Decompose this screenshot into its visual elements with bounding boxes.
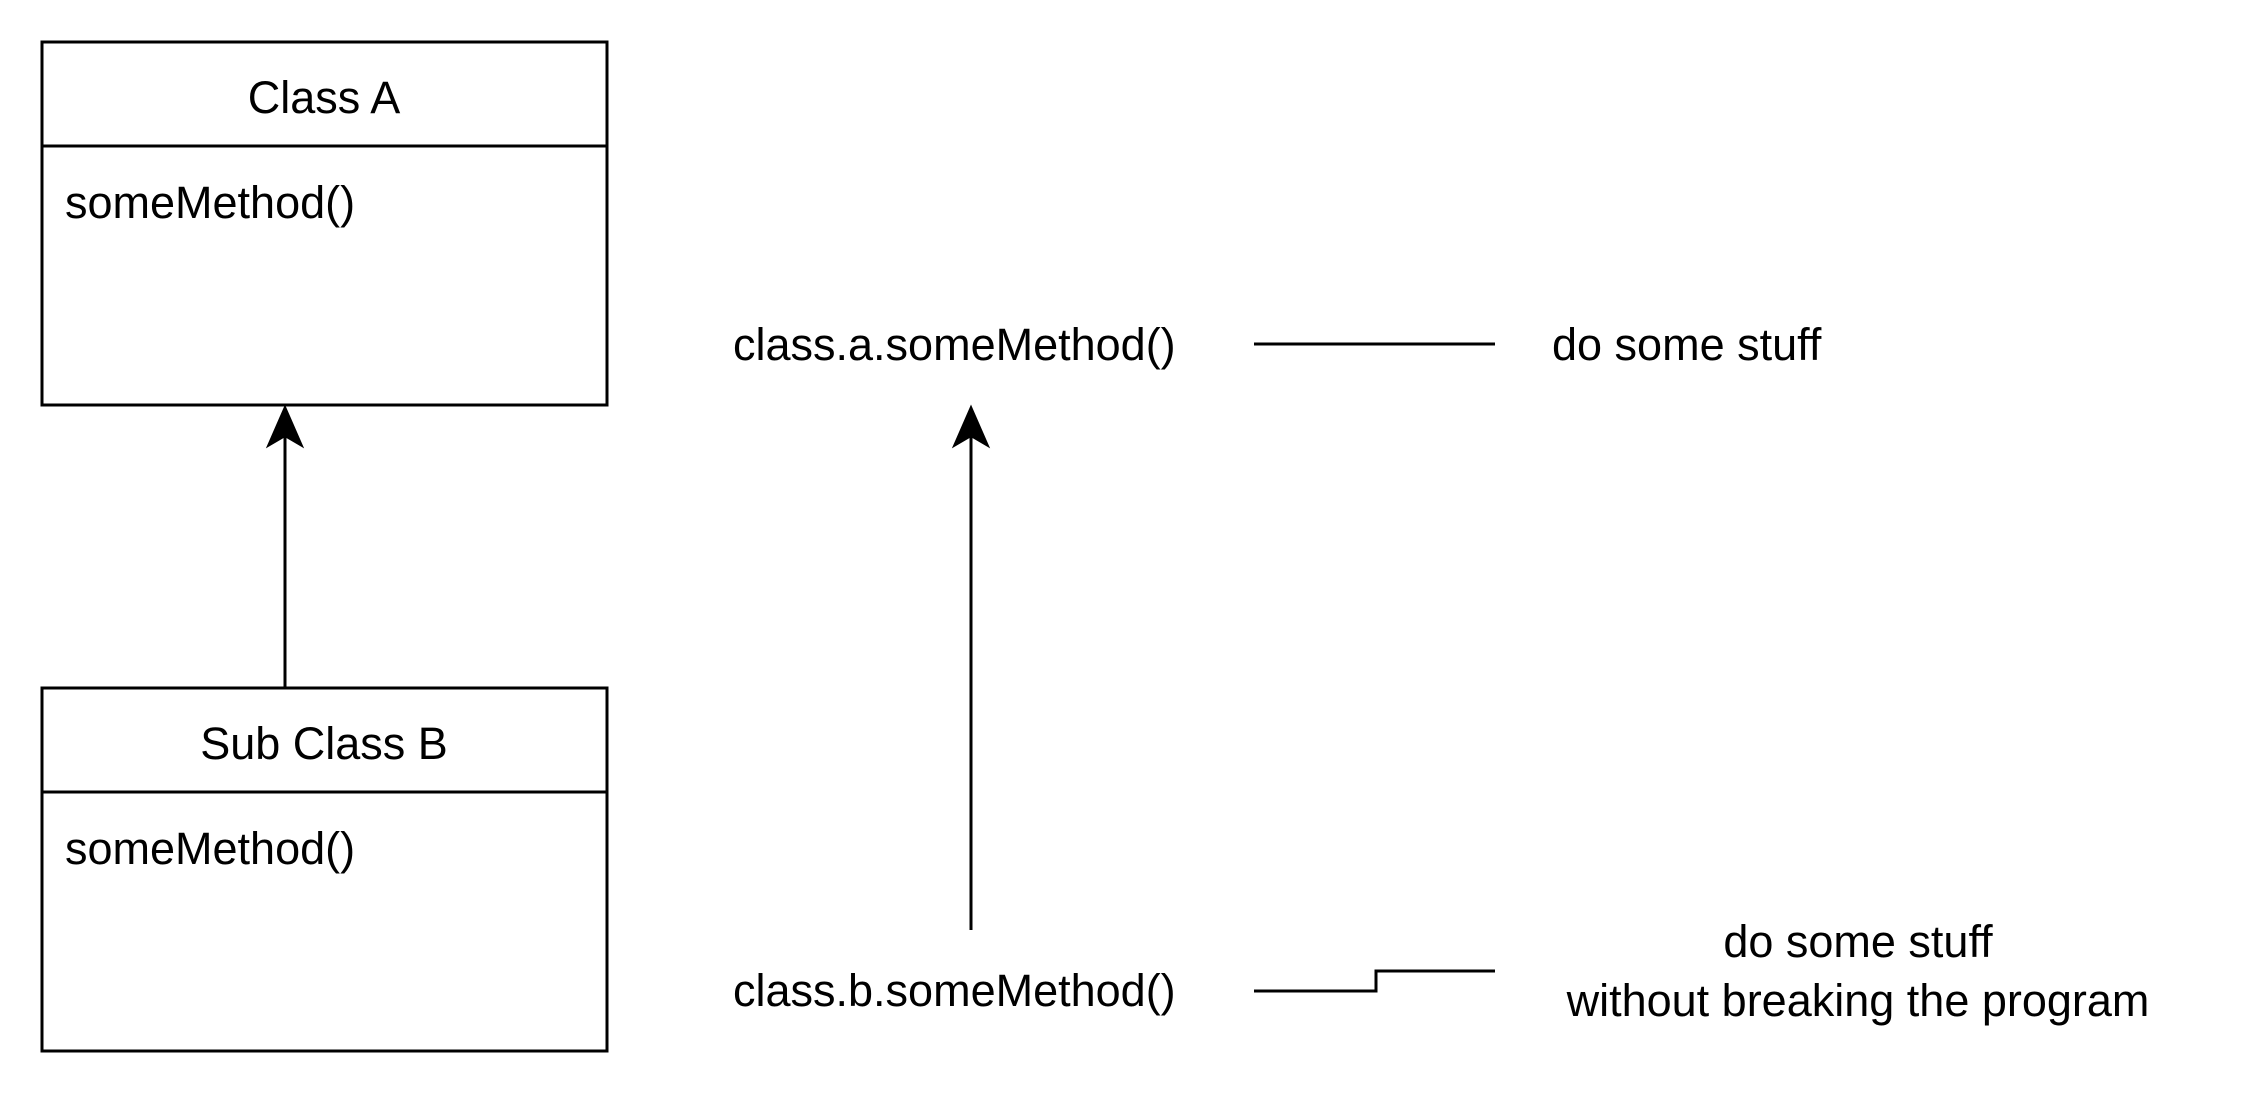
inheritance-arrow — [265, 404, 305, 688]
call-a-result: do some stuff — [1552, 319, 1822, 370]
call-a-label: class.a.someMethod() — [733, 319, 1176, 370]
class-a-frame — [40, 40, 609, 407]
sub-class-b-method: someMethod() — [65, 823, 356, 874]
call-b-result-line1: do some stuff — [1723, 916, 1993, 967]
inheritance-arrowhead — [265, 404, 305, 449]
call-arrow — [951, 404, 991, 930]
call-b-result-line2: without breaking the program — [1566, 975, 2150, 1026]
sub-class-b-box[interactable] — [40, 686, 609, 1053]
call-arrowhead — [951, 404, 991, 449]
sub-class-b-frame — [40, 686, 609, 1053]
sub-class-b-title: Sub Class B — [200, 718, 448, 769]
class-a-title: Class A — [247, 72, 401, 123]
class-a-box[interactable] — [40, 40, 609, 407]
class-a-method: someMethod() — [65, 177, 356, 228]
call-b-label: class.b.someMethod() — [733, 965, 1176, 1016]
call-b-connector — [1254, 969, 1495, 993]
